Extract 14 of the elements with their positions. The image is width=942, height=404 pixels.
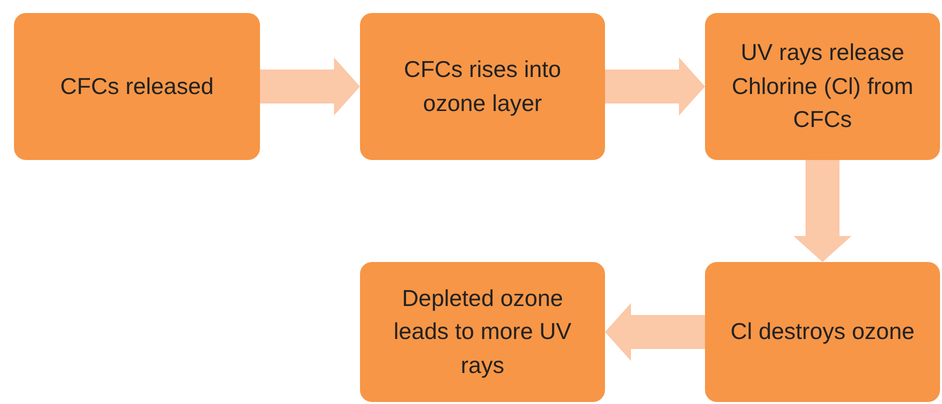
process-box — [360, 262, 605, 402]
block-arrow — [794, 160, 852, 262]
step-text: Depleted ozone leads to more UV rays — [392, 284, 572, 380]
process-box — [360, 13, 605, 160]
step-text: CFCs released — [60, 72, 214, 101]
step-text: CFCs rises into ozone layer — [402, 55, 562, 118]
step-text: Cl destroys ozone — [730, 317, 915, 346]
step-text: UV rays release Chlorine (Cl) from CFCs — [730, 38, 914, 134]
block-arrow — [260, 58, 360, 116]
process-box — [14, 13, 260, 160]
block-arrow — [605, 58, 705, 116]
block-arrow — [605, 303, 705, 361]
process-box — [705, 262, 940, 402]
process-box — [705, 13, 940, 160]
